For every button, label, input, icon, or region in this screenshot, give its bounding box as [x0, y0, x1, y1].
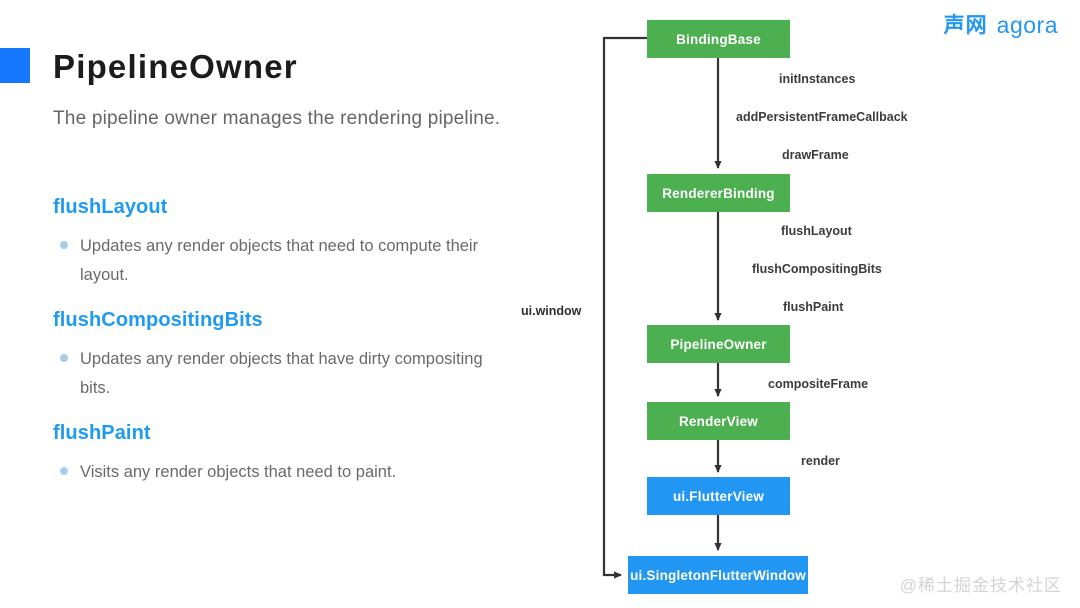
bullet-dot-icon — [60, 241, 68, 249]
rendering-pipeline-diagram: BindingBase RendererBinding PipelineOwne… — [480, 0, 1080, 608]
diagram-node-render-view[interactable]: RenderView — [647, 402, 790, 440]
diagram-edge-label-flush-paint: flushPaint — [783, 300, 844, 314]
section-flush-compositing-bits: flushCompositingBits Updates any render … — [53, 309, 573, 404]
diagram-edge-label-add-persistent-frame-callback: addPersistentFrameCallback — [736, 110, 908, 124]
diagram-edge-label-draw-frame: drawFrame — [782, 148, 849, 162]
diagram-node-renderer-binding[interactable]: RendererBinding — [647, 174, 790, 212]
diagram-edge-label-init-instances: initInstances — [779, 72, 856, 86]
diagram-edge-label-render: render — [801, 454, 840, 468]
bullet-dot-icon — [60, 354, 68, 362]
list-item: Updates any render objects that have dir… — [53, 345, 573, 404]
diagram-connectors — [602, 36, 722, 579]
accent-square — [0, 48, 30, 83]
list-item: Visits any render objects that need to p… — [53, 458, 573, 487]
agora-logo: 声网 agora — [944, 14, 1058, 37]
section-title: flushCompositingBits — [53, 309, 263, 331]
page-subtitle: The pipeline owner manages the rendering… — [53, 108, 501, 129]
list-item-text: Updates any render objects that need to … — [80, 237, 479, 285]
diagram-edge-label-composite-frame: compositeFrame — [768, 377, 869, 391]
bullet-dot-icon — [60, 467, 68, 475]
diagram-node-ui-singleton-flutter-window[interactable]: ui.SingletonFlutterWindow — [628, 556, 808, 594]
section-title: flushLayout — [53, 196, 168, 218]
list-item: Updates any render objects that need to … — [53, 232, 573, 291]
diagram-node-binding-base[interactable]: BindingBase — [647, 20, 790, 58]
list-item-text: Visits any render objects that need to p… — [80, 463, 397, 481]
watermark: @稀土掘金技术社区 — [899, 576, 1062, 595]
page-title: PipelineOwner — [53, 48, 298, 85]
section-title: flushPaint — [53, 422, 151, 444]
section-flush-paint: flushPaint Visits any render objects tha… — [53, 422, 573, 487]
diagram-edge-label-flush-layout: flushLayout — [781, 224, 852, 238]
agora-logo-en: agora — [996, 12, 1058, 38]
diagram-edge-label-flush-compositing-bits: flushCompositingBits — [752, 262, 882, 276]
diagram-node-pipeline-owner[interactable]: PipelineOwner — [647, 325, 790, 363]
list-item-text: Updates any render objects that have dir… — [80, 350, 483, 398]
agora-logo-cn: 声网 — [943, 14, 988, 37]
section-flush-layout: flushLayout Updates any render objects t… — [53, 196, 573, 291]
diagram-node-ui-flutter-view[interactable]: ui.FlutterView — [647, 477, 790, 515]
diagram-edge-label-ui-window: ui.window — [521, 304, 582, 318]
